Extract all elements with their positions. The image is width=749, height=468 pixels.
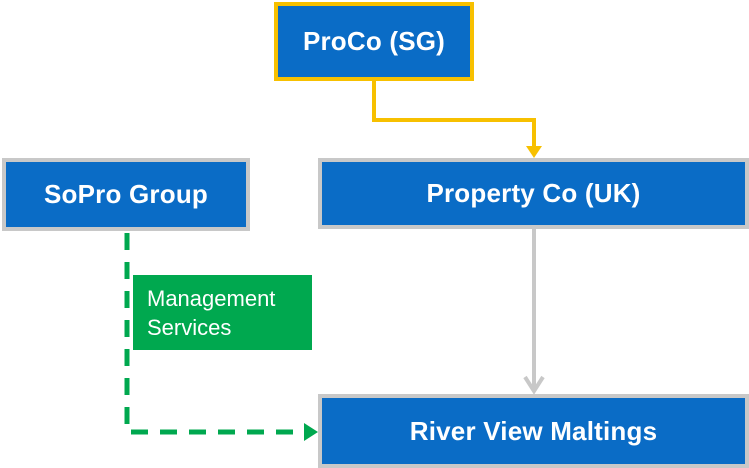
sopro-to-river-arrowhead	[304, 423, 318, 441]
river-view-maltings-label: River View Maltings	[409, 415, 658, 446]
sopro-group-label: SoPro Group	[44, 179, 208, 209]
sopro-group-box: SoPro Group	[2, 158, 250, 231]
management-services-line1: Management	[147, 285, 276, 311]
proco-to-property-connector	[372, 81, 536, 148]
proco-sg-box: ProCo (SG)	[274, 2, 474, 81]
property-to-river-arrowhead	[523, 375, 545, 395]
property-co-uk-box: Property Co (UK)	[318, 158, 749, 229]
river-view-maltings-box: River View Maltings	[318, 394, 749, 468]
management-services-label: Management Services	[133, 275, 312, 350]
sopro-to-river-connector	[124, 233, 306, 435]
property-co-uk-label: Property Co (UK)	[426, 178, 641, 208]
management-services-line2: Services	[147, 314, 232, 340]
proco-to-property-arrowhead	[526, 146, 542, 158]
proco-sg-label: ProCo (SG)	[302, 26, 446, 56]
